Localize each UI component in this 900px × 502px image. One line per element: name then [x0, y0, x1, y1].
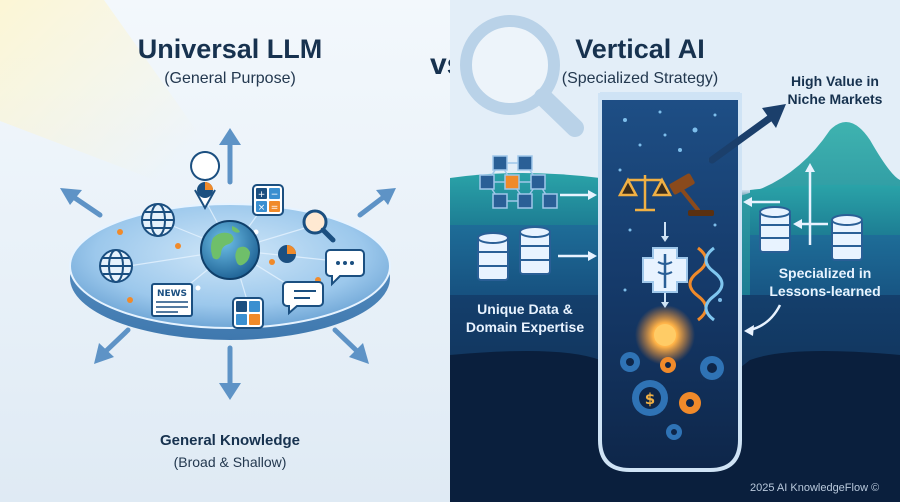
- arrow-up-right-icon: [357, 188, 396, 218]
- universal-llm-panel: + − × = NEWS: [0, 0, 450, 502]
- message-icon: [282, 281, 324, 316]
- vertical-ai-panel: $: [450, 0, 900, 502]
- svg-text:+: +: [258, 190, 266, 200]
- vertical-ai-illustration: $: [450, 0, 900, 502]
- unique-data-line2: Domain Expertise: [465, 319, 585, 335]
- svg-text:=: =: [271, 203, 279, 213]
- globe-icon: [200, 220, 260, 280]
- specialized-line1: Specialized in: [778, 265, 872, 281]
- high-value-line1: High Value in: [791, 73, 879, 89]
- universal-llm-subtitle: (General Purpose): [164, 70, 296, 87]
- data-network-icon: [479, 155, 558, 209]
- universal-llm-illustration: + − × = NEWS: [60, 128, 396, 400]
- vertical-ai-subtitle: (Specialized Strategy): [561, 70, 719, 87]
- svg-text:×: ×: [258, 203, 266, 213]
- dna-icon: [688, 246, 724, 322]
- magnifier-icon: [302, 209, 336, 243]
- general-knowledge-subtitle: (Broad & Shallow): [173, 454, 287, 470]
- gears-icon: $: [620, 352, 724, 440]
- small-globe-icon: [141, 203, 175, 237]
- calculator-bottom-icon: [232, 297, 264, 329]
- copyright-text: 2025 AI KnowledgeFlow ©: [750, 482, 880, 494]
- database-icon-left: [477, 226, 551, 281]
- news-label: NEWS: [157, 289, 187, 299]
- calculator-icon: + − × =: [252, 184, 284, 216]
- globe-grid-icon: [99, 249, 133, 283]
- pie-chart-icon: [278, 245, 296, 263]
- arrow-down-right-icon: [332, 327, 369, 364]
- medical-cross-icon: [642, 247, 688, 293]
- scales-of-justice-icon: [617, 175, 673, 212]
- arrow-down-icon: [219, 345, 241, 400]
- specialized-line2: Lessons-learned: [769, 283, 881, 299]
- unique-data-line1: Unique Data &: [477, 301, 573, 317]
- high-value-line2: Niche Markets: [787, 91, 883, 107]
- gavel-icon: [669, 173, 714, 216]
- arrow-down-left-icon: [94, 327, 131, 364]
- svg-text:−: −: [271, 190, 279, 200]
- arrow-up-left-icon: [60, 188, 103, 218]
- dollar-symbol: $: [645, 390, 655, 408]
- chat-bubble-icon: [325, 249, 365, 287]
- growth-arrow-icon: [708, 104, 786, 164]
- arrow-up-icon: [219, 128, 241, 185]
- map-pin-icon: [190, 151, 221, 211]
- database-icon-right: [759, 206, 863, 261]
- large-magnifier-icon: [460, 15, 584, 137]
- general-knowledge-title: General Knowledge: [159, 432, 301, 449]
- newspaper-icon: NEWS: [151, 283, 193, 317]
- universal-llm-title: Universal LLM: [137, 34, 323, 64]
- vertical-ai-title: Vertical AI: [575, 34, 705, 64]
- radiating-arrows: [60, 128, 396, 400]
